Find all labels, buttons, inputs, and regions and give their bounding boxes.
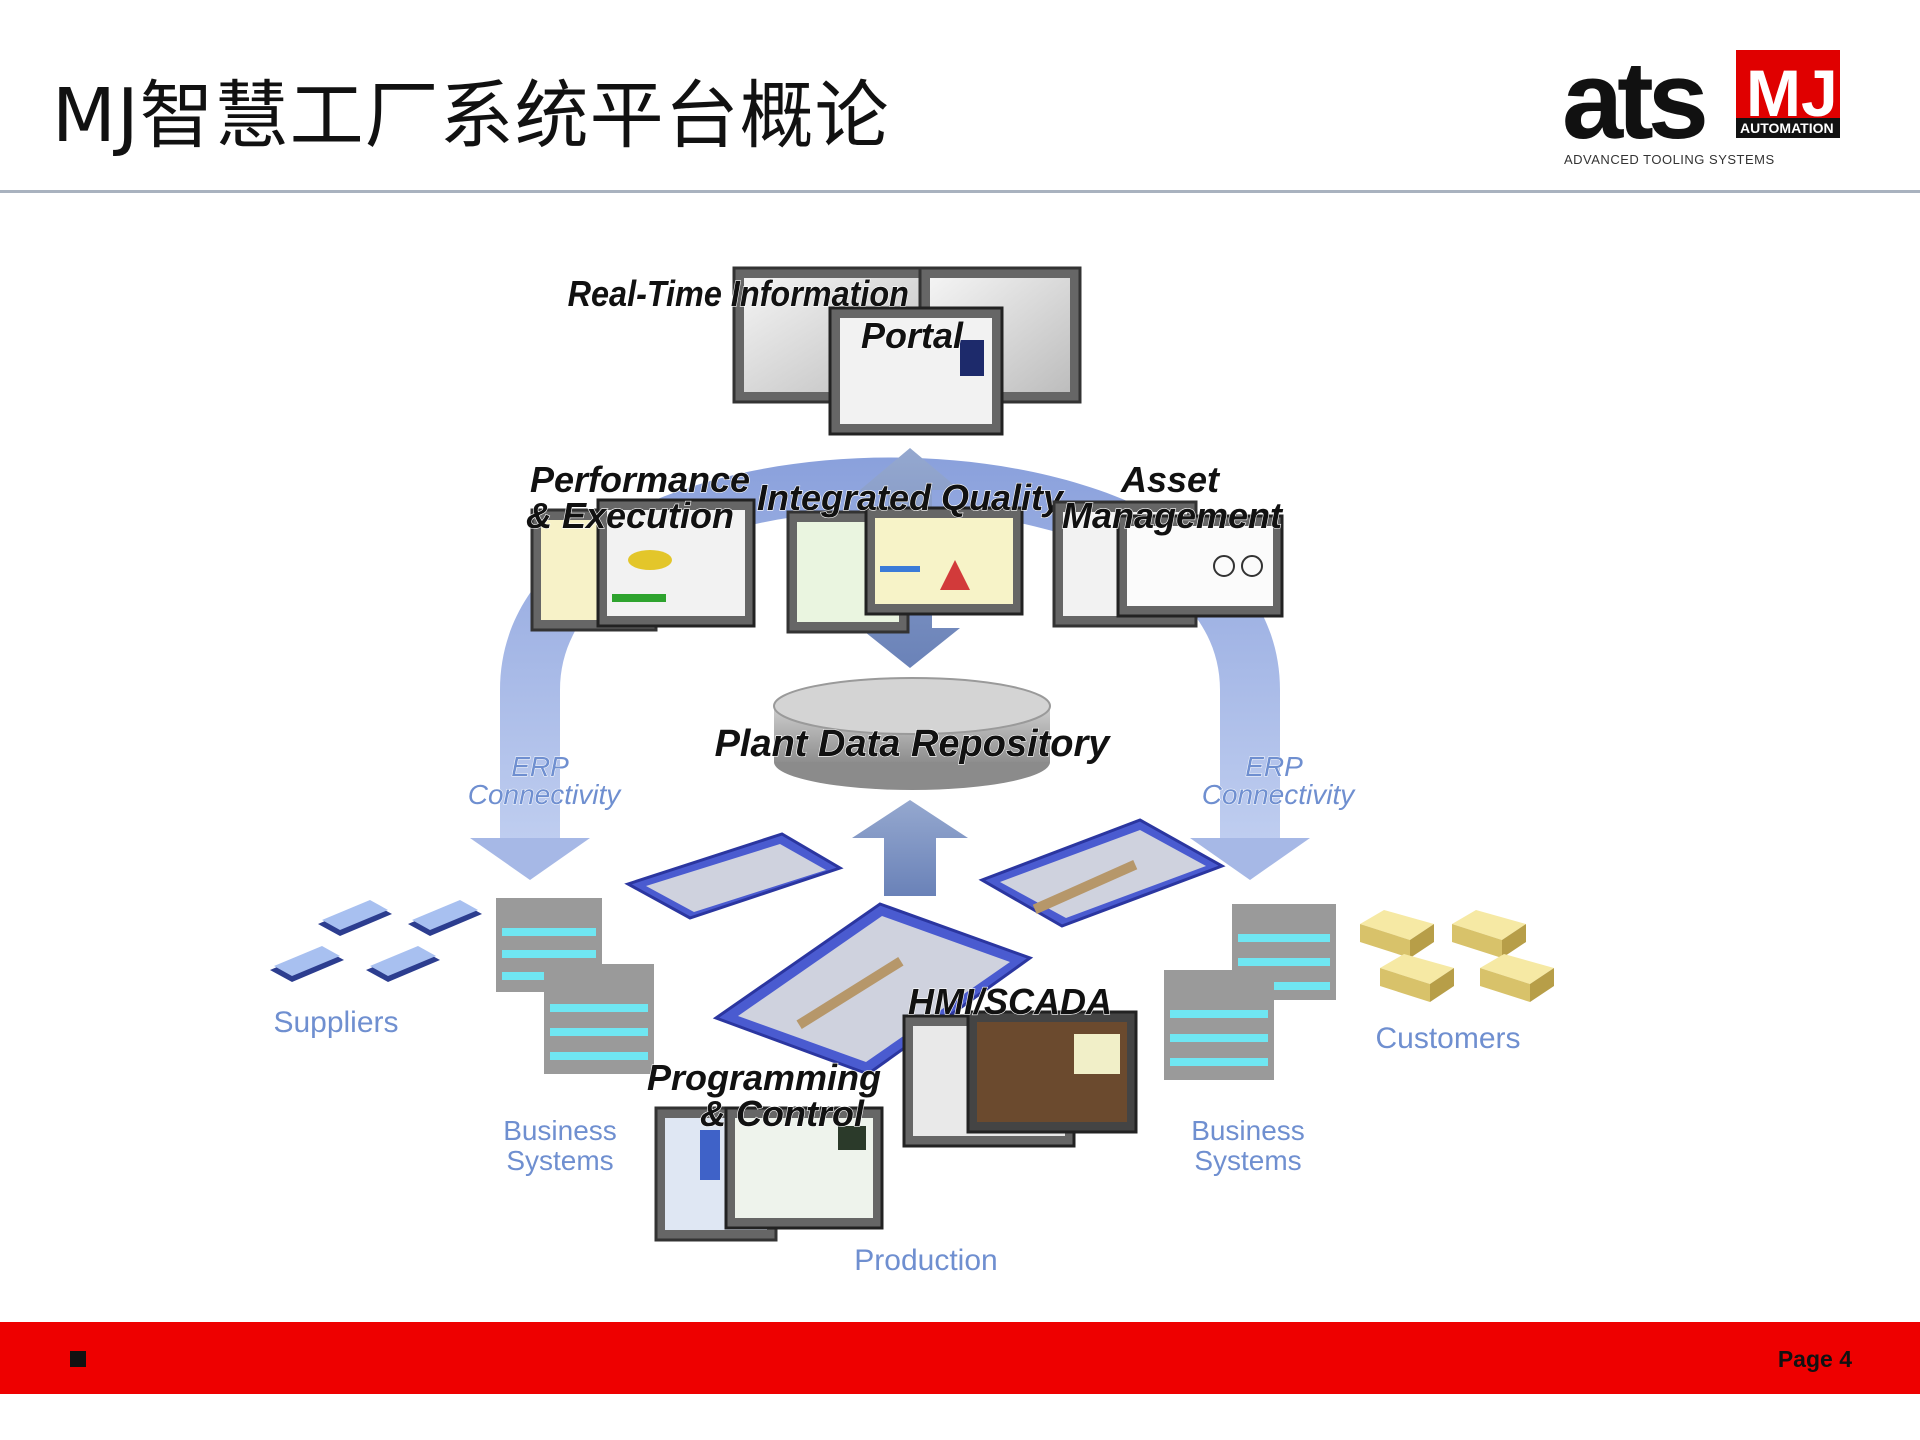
business-systems-right: [1164, 904, 1336, 1080]
production-label: Production: [854, 1244, 997, 1277]
programming-screens: [654, 1106, 884, 1242]
quality-screens: [786, 506, 1024, 634]
repository-label: Plant Data Repository: [715, 723, 1112, 765]
programming-label-line2: & Control: [700, 1093, 865, 1134]
factory-floor-plans: [624, 818, 1226, 1076]
logo-sub-badge: AUTOMATION: [1740, 120, 1834, 136]
business-left-line2: Systems: [506, 1145, 613, 1176]
supplier-crates: [270, 900, 482, 982]
footer-bar: Page 4: [0, 1322, 1920, 1394]
business-left-line1: Business: [503, 1115, 617, 1146]
hmi-scada-screens: [902, 1010, 1138, 1148]
erp-left-line2: Connectivity: [468, 779, 623, 810]
page-title: MJ智慧工厂系统平台概论: [52, 73, 890, 159]
business-right-line1: Business: [1191, 1115, 1305, 1146]
quality-label: Integrated Quality: [757, 477, 1065, 518]
suppliers-label: Suppliers: [273, 1006, 398, 1039]
erp-arc: [470, 457, 1310, 880]
customer-crates: [1360, 910, 1554, 1002]
erp-right-line2: Connectivity: [1202, 779, 1357, 810]
arc-arrow-right: [1190, 838, 1310, 880]
logo-sub-badge-bg: [1736, 118, 1840, 138]
performance-label-line2: & Execution: [526, 495, 734, 536]
erp-right-line1: ERP: [1245, 751, 1303, 782]
customers-label: Customers: [1375, 1022, 1520, 1055]
logo-tagline: ADVANCED TOOLING SYSTEMS: [1564, 152, 1775, 167]
asset-label-line1: Asset: [1120, 459, 1221, 500]
arc-arrow-left: [470, 838, 590, 880]
logo-brand: ats: [1562, 39, 1705, 162]
erp-left-line1: ERP: [511, 751, 569, 782]
repository-disk: [773, 677, 1051, 790]
bullet-square-icon: [70, 1351, 86, 1367]
portal-label-line1: Real-Time Information: [568, 274, 909, 314]
business-right-line2: Systems: [1194, 1145, 1301, 1176]
hmi-label: HMI/SCADA: [908, 981, 1112, 1022]
asset-label-line2: Management: [1062, 495, 1284, 536]
performance-label-line1: Performance: [530, 459, 750, 500]
header-divider: [0, 190, 1920, 193]
portal-screens: [732, 266, 1082, 436]
production-repository-arrow: [852, 800, 968, 896]
business-systems-left: [496, 898, 654, 1074]
company-logo: ats MJ AUTOMATION ADVANCED TOOLING SYSTE…: [1540, 18, 1870, 190]
programming-label-line1: Programming: [647, 1057, 881, 1098]
portal-label-line2: Portal: [861, 315, 964, 356]
asset-screens: [1052, 500, 1284, 628]
page-number: Page 4: [1777, 1346, 1852, 1372]
logo-badge: MJ: [1746, 56, 1838, 130]
performance-screens: [530, 498, 756, 632]
